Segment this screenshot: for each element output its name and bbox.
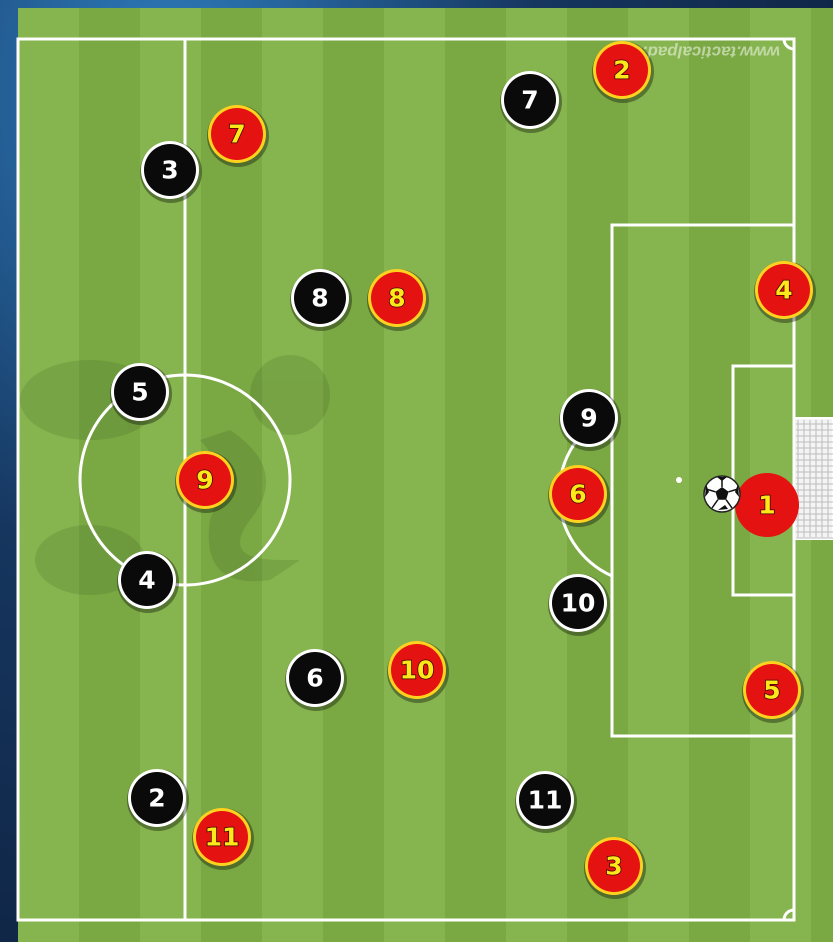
red-player-9-number: 9 <box>196 466 213 495</box>
penalty-spot <box>676 477 682 483</box>
black-player-8-number: 8 <box>311 284 328 313</box>
black-player-9-number: 9 <box>580 404 597 433</box>
red-player-4[interactable]: 4 <box>754 261 816 323</box>
red-player-11[interactable]: 11 <box>192 808 254 870</box>
black-player-9[interactable]: 9 <box>559 389 621 451</box>
black-player-5-number: 5 <box>131 378 148 407</box>
black-player-4-number: 4 <box>138 566 155 595</box>
black-player-6[interactable]: 6 <box>285 649 347 711</box>
red-player-5[interactable]: 5 <box>742 661 804 723</box>
black-player-7[interactable]: 7 <box>500 71 562 133</box>
red-player-4-number: 4 <box>775 276 792 305</box>
black-player-3[interactable]: 3 <box>140 141 202 203</box>
red-player-3-number: 3 <box>605 852 622 881</box>
red-player-10[interactable]: 10 <box>387 641 449 703</box>
black-player-2-number: 2 <box>148 784 165 813</box>
goal-net <box>794 418 833 539</box>
red-player-6-number: 6 <box>569 480 586 509</box>
black-player-7-number: 7 <box>521 86 538 115</box>
red-goalkeeper-1-number: 1 <box>758 491 775 520</box>
black-player-2[interactable]: 2 <box>127 769 189 831</box>
red-player-11-number: 11 <box>205 823 240 852</box>
red-player-2[interactable]: 2 <box>592 41 654 103</box>
red-player-2-number: 2 <box>613 56 630 85</box>
red-player-9[interactable]: 9 <box>175 451 237 513</box>
red-player-10-number: 10 <box>400 656 435 685</box>
red-player-7-number: 7 <box>228 120 245 149</box>
black-player-3-number: 3 <box>161 156 178 185</box>
black-player-5[interactable]: 5 <box>110 363 172 425</box>
red-player-8[interactable]: 8 <box>367 269 429 331</box>
black-player-6-number: 6 <box>306 664 323 693</box>
red-player-7[interactable]: 7 <box>207 105 269 167</box>
red-player-5-number: 5 <box>763 676 780 705</box>
soccer-ball-icon[interactable] <box>704 476 740 512</box>
black-player-11-number: 11 <box>528 786 563 815</box>
black-player-10-number: 10 <box>561 589 596 618</box>
red-goalkeeper-1[interactable]: 1 <box>735 473 799 537</box>
red-player-8-number: 8 <box>388 284 405 313</box>
black-player-11[interactable]: 11 <box>515 771 577 833</box>
black-player-4[interactable]: 4 <box>117 551 179 613</box>
black-player-10[interactable]: 10 <box>548 574 610 636</box>
red-player-6[interactable]: 6 <box>548 465 610 527</box>
black-player-8[interactable]: 8 <box>290 269 352 331</box>
red-player-3[interactable]: 3 <box>584 837 646 899</box>
